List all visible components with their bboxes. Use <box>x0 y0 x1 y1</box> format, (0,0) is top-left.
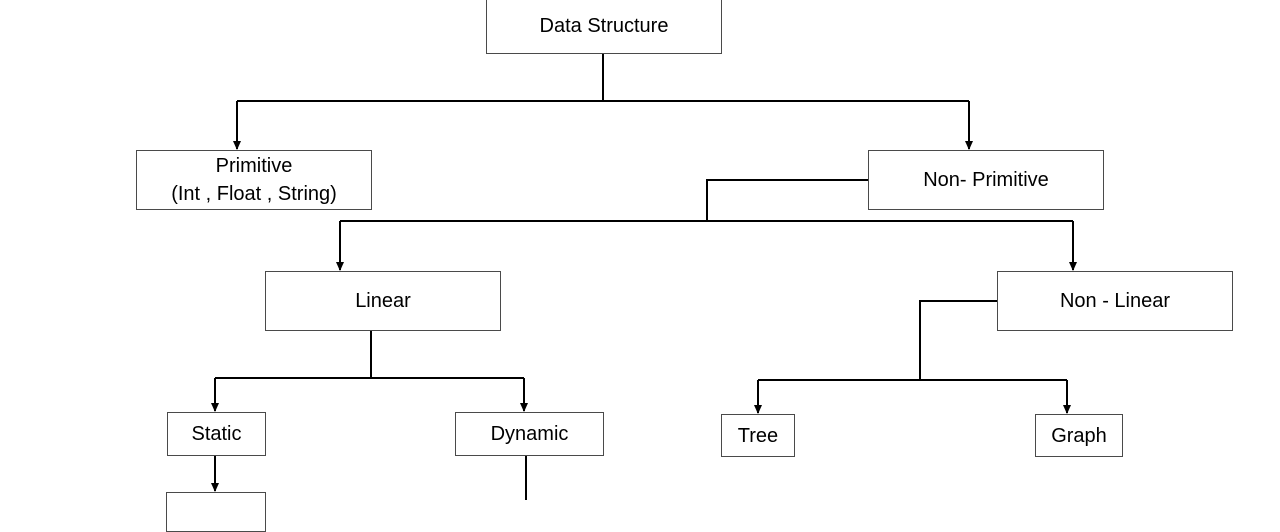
node-primitive-sublabel: (Int , Float , String) <box>171 183 337 205</box>
data-structure-diagram: Data Structure Primitive (Int , Float , … <box>136 0 1233 532</box>
non-primitive-stem-line <box>706 179 868 221</box>
node-graph-label: Graph <box>1051 424 1107 447</box>
node-primitive: Primitive (Int , Float , String) <box>136 150 372 210</box>
node-static-child <box>166 492 266 532</box>
node-graph: Graph <box>1035 414 1123 457</box>
node-data-structure-label: Data Structure <box>539 15 669 37</box>
node-tree-label: Tree <box>737 424 779 447</box>
node-data-structure: Data Structure <box>486 0 722 54</box>
node-linear: Linear <box>265 271 501 331</box>
node-primitive-text: Primitive (Int , Float , String) <box>171 152 337 208</box>
connector-lines <box>211 53 1077 500</box>
node-linear-label: Linear <box>355 290 411 312</box>
node-dynamic-label: Dynamic <box>490 423 569 445</box>
node-non-linear-label: Non - Linear <box>1059 290 1171 312</box>
node-static-label: Static <box>191 423 242 445</box>
node-static: Static <box>167 412 266 456</box>
node-dynamic: Dynamic <box>455 412 604 456</box>
node-non-primitive: Non- Primitive <box>868 150 1104 210</box>
node-primitive-label: Primitive <box>215 155 293 177</box>
node-tree: Tree <box>721 414 795 457</box>
node-non-linear: Non - Linear <box>997 271 1233 331</box>
non-linear-stem-line <box>919 300 997 380</box>
node-non-primitive-label: Non- Primitive <box>923 169 1049 191</box>
